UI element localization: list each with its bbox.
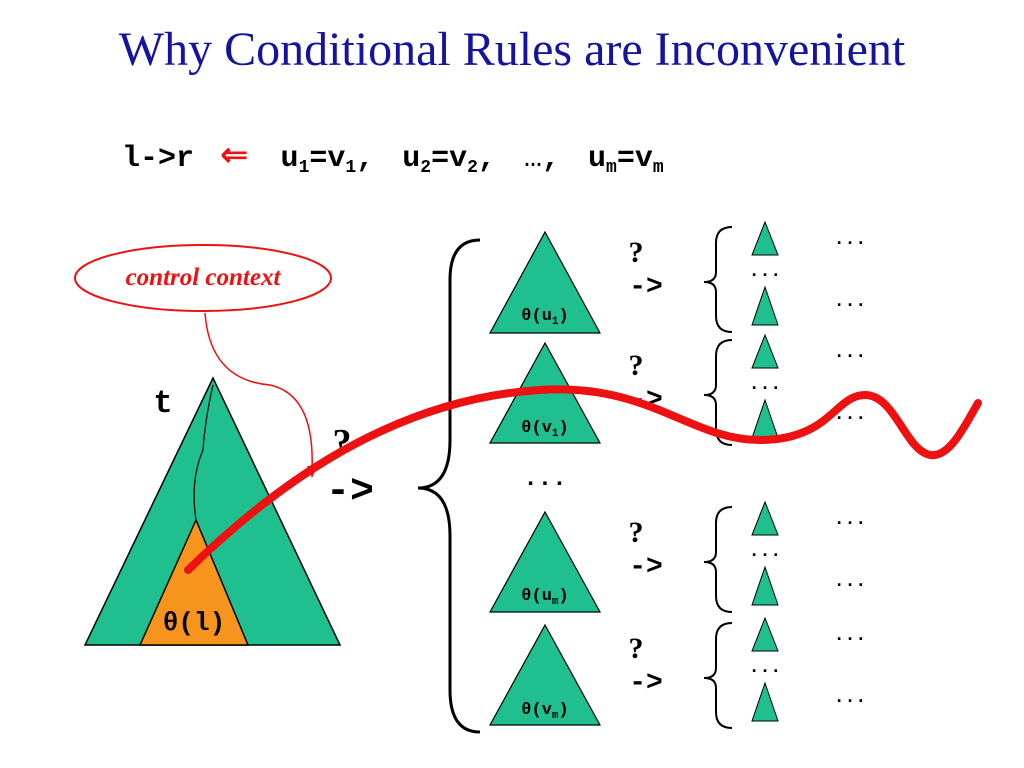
mini-triangle xyxy=(751,500,779,536)
branch-brace xyxy=(703,622,733,729)
rule-lhs: l->r xyxy=(122,142,194,176)
branch-dots-middle: ... xyxy=(749,262,781,282)
tree-path-line xyxy=(193,384,214,521)
mini-triangle xyxy=(751,616,779,652)
branch-dots-top: ... xyxy=(834,510,866,530)
branch-groups: ?->.........?->.........?->.........?->.… xyxy=(629,220,866,729)
branch-arrow: -> xyxy=(629,272,663,303)
implied-by-arrow: ⇐ xyxy=(220,135,249,175)
branch-brace xyxy=(703,506,733,613)
cond-term-u1: θ(u1) xyxy=(488,230,602,334)
mini-triangle xyxy=(751,398,779,439)
condm-u: u xyxy=(588,142,606,176)
branch-group: ?->......... xyxy=(629,220,866,333)
mini-triangle xyxy=(751,285,779,326)
cond-triangle xyxy=(488,230,602,334)
cond-term-vm: θ(vm) xyxy=(488,623,602,726)
branch-dots-middle: ... xyxy=(749,375,781,395)
rule-ellipsis: … xyxy=(524,142,542,176)
subterm-label: θ(l) xyxy=(163,608,225,638)
callout-bubble xyxy=(74,244,332,312)
control-context-path xyxy=(184,385,982,574)
branch-dots-bottom: ... xyxy=(834,572,866,592)
slide-title: Why Conditional Rules are Inconvenient xyxy=(118,23,906,76)
cond-term-label: θ(um) xyxy=(521,587,568,608)
branch-group: ?->......... xyxy=(629,616,866,729)
branch-question-mark: ? xyxy=(629,236,644,269)
cond-triangle xyxy=(488,510,602,613)
mini-triangle xyxy=(751,220,779,256)
branch-brace xyxy=(703,226,733,333)
mini-triangle xyxy=(751,565,779,606)
branch-question-mark: ? xyxy=(629,349,644,382)
branch-question-mark: ? xyxy=(629,632,644,665)
cond-term-label: θ(v1) xyxy=(521,419,568,440)
branch-group: ?->......... xyxy=(629,500,866,613)
callout-text: control context xyxy=(126,264,282,291)
cond-term-label: θ(u1) xyxy=(521,307,568,328)
rule-formula: l->r ⇐ u1=v1, u2=v2, …, um=vm xyxy=(122,135,664,178)
cond-term-label: θ(vm) xyxy=(521,701,568,722)
branch-dots-middle: ... xyxy=(749,658,781,678)
branch-group: ?->......... xyxy=(629,333,866,446)
main-rewrite-arrow: -> xyxy=(326,470,374,515)
big-brace xyxy=(417,238,481,734)
mini-triangle xyxy=(751,681,779,722)
branch-dots-middle: ... xyxy=(749,542,781,562)
cond-triangle xyxy=(488,623,602,726)
branch-arrow: -> xyxy=(629,668,663,699)
term-label: t xyxy=(153,385,172,422)
cond-term-um: θ(um) xyxy=(488,510,602,613)
middle-ellipsis: ... xyxy=(523,466,566,493)
cond2-u: u xyxy=(402,142,420,176)
callout-pointer xyxy=(204,312,313,471)
branch-dots-top: ... xyxy=(834,230,866,250)
branch-question-mark: ? xyxy=(629,516,644,549)
branch-dots-bottom: ... xyxy=(834,688,866,708)
branch-dots-top: ... xyxy=(834,626,866,646)
subterm-triangle xyxy=(138,518,250,646)
branch-dots-bottom: ... xyxy=(834,292,866,312)
mini-triangle xyxy=(751,333,779,369)
cond1-u: u xyxy=(281,142,299,176)
branch-dots-top: ... xyxy=(834,343,866,363)
branch-arrow: -> xyxy=(629,552,663,583)
